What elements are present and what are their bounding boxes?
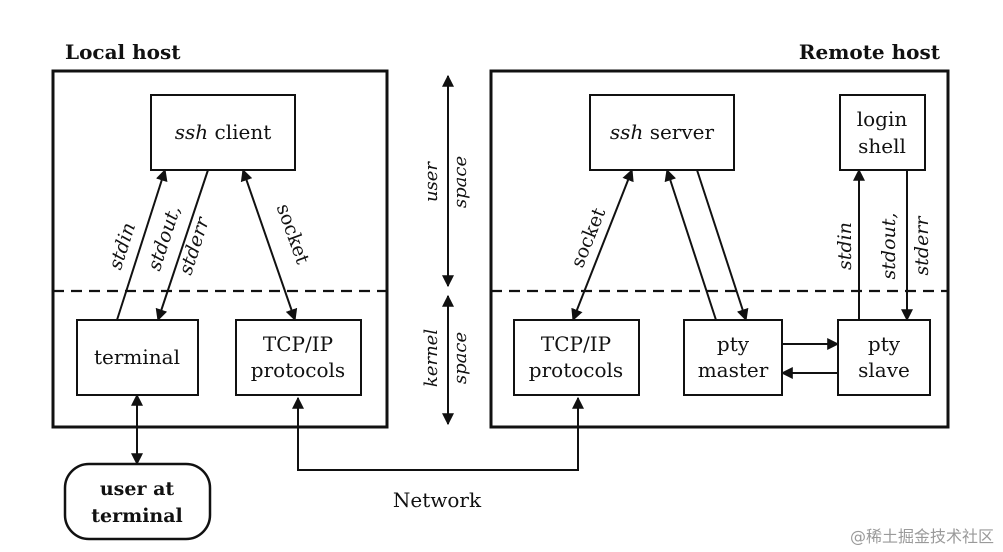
remote-tcpip-node: TCP/IP protocols [513, 319, 640, 396]
remote-socket-label: socket [567, 204, 611, 270]
remote-host-frame [489, 69, 950, 429]
local-stdin-arrow [116, 168, 168, 321]
user-at-terminal-node: user at terminal [63, 462, 212, 541]
remote-socket-arrow [571, 168, 634, 322]
local-socket-label: socket [272, 201, 314, 267]
ssh-client-italic: ssh [175, 120, 208, 144]
ssh-server-node: ssh server [589, 94, 735, 171]
remote-stderr-label: stderr [911, 215, 933, 276]
local-tcpip-node: TCP/IP protocols [235, 319, 362, 396]
pty-master-node: pty master [683, 319, 783, 396]
terminal-node: terminal [76, 319, 199, 396]
user-at-terminal-line2: terminal [91, 505, 183, 527]
remote-tcpip-line1: TCP/IP [541, 332, 611, 356]
kernel-space-label-a: kernel [421, 329, 442, 387]
local-host-frame [51, 69, 389, 429]
network-label: Network [393, 488, 482, 512]
login-shell-node: login shell [839, 94, 926, 171]
remote-stdout-label: stdout, [878, 213, 900, 280]
remote-stdin-label: stdin [834, 222, 856, 270]
local-host-label: Local host [65, 40, 181, 64]
server-to-pty-master-arrow [696, 169, 749, 322]
pty-slave-line1: pty [868, 332, 901, 356]
pty-slave-node: pty slave [837, 319, 931, 396]
ssh-server-rest: server [643, 120, 714, 144]
login-shell-line2: shell [858, 134, 906, 158]
pty-master-line2: master [698, 358, 769, 382]
pty-master-line1: pty [717, 332, 750, 356]
local-tcpip-line2: protocols [251, 358, 345, 382]
svg-text:ssh client: ssh client [175, 120, 272, 144]
remote-tcpip-line2: protocols [529, 358, 623, 382]
user-space-label-b: space [450, 156, 471, 208]
watermark: @稀土掘金技术社区 [850, 527, 994, 546]
ssh-client-rest: client [208, 120, 271, 144]
ssh-client-node: ssh client [150, 94, 296, 171]
local-tcpip-line1: TCP/IP [263, 332, 333, 356]
login-shell-line1: login [857, 107, 908, 131]
ssh-server-italic: ssh [610, 120, 643, 144]
network-link [292, 396, 584, 471]
pty-slave-line2: slave [858, 358, 910, 382]
user-space-label-a: user [421, 161, 442, 202]
local-socket-arrow [240, 168, 298, 322]
remote-host-label: Remote host [799, 40, 941, 64]
user-at-terminal-line1: user at [100, 478, 175, 500]
kernel-space-label-b: space [450, 332, 471, 384]
pty-master-to-server-arrow [664, 168, 717, 321]
local-stdout-arrow [155, 169, 209, 322]
terminal-label: terminal [94, 345, 180, 369]
svg-text:ssh server: ssh server [610, 120, 715, 144]
